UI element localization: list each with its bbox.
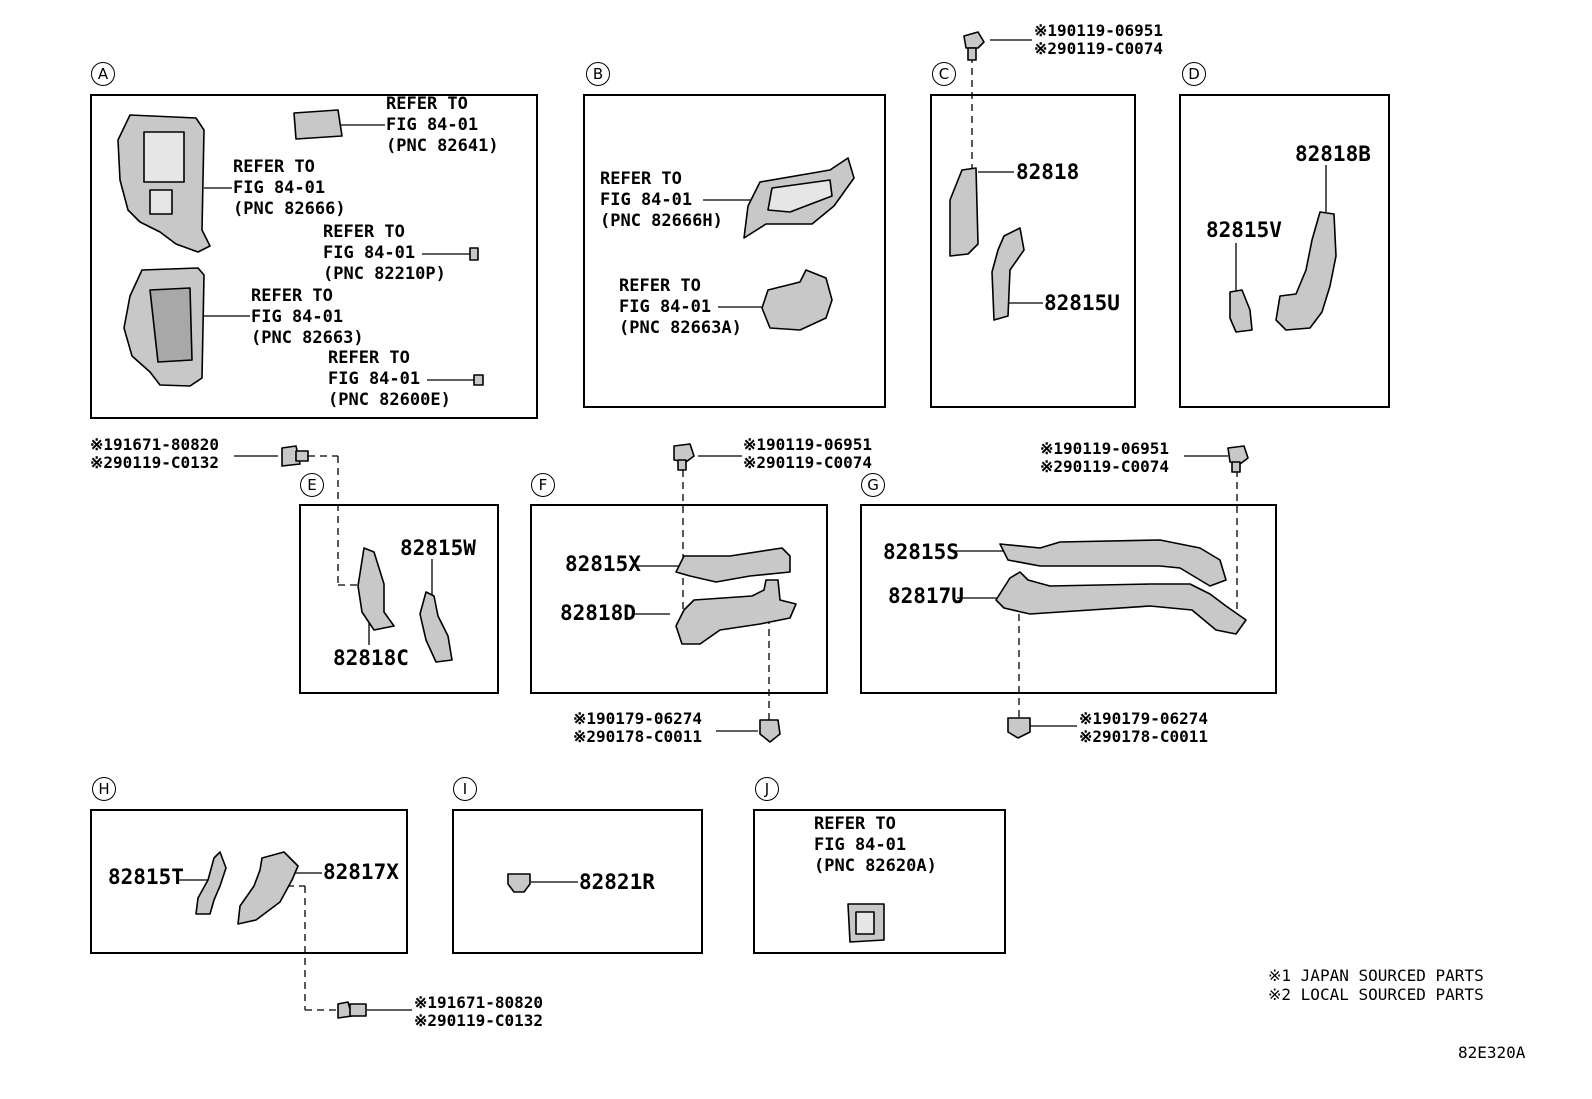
- box-e: [299, 504, 499, 694]
- part-label-82818D: 82818D: [560, 601, 636, 625]
- section-label-f: F: [531, 473, 555, 497]
- part-82815X: [675, 547, 791, 583]
- ref-a4-line2: FIG 84-01: [251, 307, 344, 327]
- fastener-c-top-1: ※190119-06951: [1034, 21, 1163, 40]
- fastener-g-top-1: ※190119-06951: [1040, 439, 1169, 458]
- part-82818B: [1275, 211, 1337, 331]
- part-label-82815W: 82815W: [400, 536, 476, 560]
- part-82821R: [507, 873, 531, 893]
- part-label-82818: 82818: [1016, 160, 1080, 184]
- ref-b1-line1: REFER TO: [600, 169, 682, 189]
- section-label-d: D: [1182, 62, 1206, 86]
- part-label-82815U: 82815U: [1044, 291, 1120, 315]
- box-d: [1179, 94, 1390, 408]
- part-82817U: [995, 571, 1247, 635]
- part-82817X: [237, 851, 299, 925]
- ref-a3-line1: REFER TO: [323, 222, 405, 242]
- ref-a2-line2: FIG 84-01: [233, 178, 326, 198]
- part-a-relay-box: [117, 114, 211, 253]
- section-label-c: C: [932, 62, 956, 86]
- part-label-82818C: 82818C: [333, 646, 409, 670]
- section-label-h: H: [92, 777, 116, 801]
- fastener-c-top-2: ※290119-C0074: [1034, 39, 1163, 58]
- part-b-holder: [761, 269, 833, 331]
- fastener-g-bottom-1: ※190179-06274: [1079, 709, 1208, 728]
- legend-japan: ※1 JAPAN SOURCED PARTS: [1268, 966, 1484, 985]
- ref-j-line2: FIG 84-01: [814, 835, 907, 855]
- fastener-h-bottom-2: ※290119-C0132: [414, 1011, 543, 1030]
- fastener-f-bottom-2: ※290178-C0011: [573, 727, 702, 746]
- ref-a5-line3: (PNC 82600E): [328, 390, 451, 410]
- ref-a2-line3: (PNC 82666): [233, 199, 346, 219]
- part-label-82815T: 82815T: [108, 865, 184, 889]
- ref-a1-line2: FIG 84-01: [386, 115, 479, 135]
- fastener-h-bottom-1: ※191671-80820: [414, 993, 543, 1012]
- part-82818D: [675, 579, 797, 645]
- ref-a4-line3: (PNC 82663): [251, 328, 364, 348]
- section-label-b: B: [586, 62, 610, 86]
- part-label-82815V: 82815V: [1206, 218, 1282, 242]
- figure-code: 82E320A: [1458, 1043, 1526, 1062]
- box-i: [452, 809, 703, 954]
- ref-b2-line1: REFER TO: [619, 276, 701, 296]
- fastener-f-top-1: ※190119-06951: [743, 435, 872, 454]
- box-g: [860, 504, 1277, 694]
- part-label-82821R: 82821R: [579, 870, 655, 894]
- ref-a5-line2: FIG 84-01: [328, 369, 421, 389]
- ref-a5-line1: REFER TO: [328, 348, 410, 368]
- part-label-82817X: 82817X: [323, 860, 399, 884]
- part-82818C: [357, 547, 395, 631]
- part-label-82815S: 82815S: [883, 540, 959, 564]
- part-82815S: [999, 539, 1227, 587]
- ref-a2-line1: REFER TO: [233, 157, 315, 177]
- box-a: [90, 94, 538, 419]
- ref-b2-line3: (PNC 82663A): [619, 318, 742, 338]
- ref-a3-line3: (PNC 82210P): [323, 264, 446, 284]
- section-label-g: G: [861, 473, 885, 497]
- box-f: [530, 504, 828, 694]
- box-b: [583, 94, 886, 408]
- ref-a3-line2: FIG 84-01: [323, 243, 416, 263]
- part-82815U: [991, 227, 1025, 321]
- ref-a1-line1: REFER TO: [386, 94, 468, 114]
- ref-a4-line1: REFER TO: [251, 286, 333, 306]
- box-c: [930, 94, 1136, 408]
- ref-j-line3: (PNC 82620A): [814, 856, 937, 876]
- part-label-82817U: 82817U: [888, 584, 964, 608]
- ref-j-line1: REFER TO: [814, 814, 896, 834]
- part-82815V: [1229, 289, 1253, 333]
- box-h: [90, 809, 408, 954]
- legend-local: ※2 LOCAL SOURCED PARTS: [1268, 985, 1484, 1004]
- part-label-82815X: 82815X: [565, 552, 641, 576]
- fastener-e-left-1: ※191671-80820: [90, 435, 219, 454]
- part-82815W: [419, 591, 453, 663]
- part-82815T: [195, 851, 227, 915]
- part-a-connector: [293, 109, 343, 140]
- section-label-e: E: [300, 473, 324, 497]
- part-82818: [949, 167, 979, 257]
- ref-b1-line2: FIG 84-01: [600, 190, 693, 210]
- ref-b1-line3: (PNC 82666H): [600, 211, 723, 231]
- section-label-i: I: [453, 777, 477, 801]
- ref-a1-line3: (PNC 82641): [386, 136, 499, 156]
- fastener-g-top-2: ※290119-C0074: [1040, 457, 1169, 476]
- fastener-g-bottom-2: ※290178-C0011: [1079, 727, 1208, 746]
- box-j: [753, 809, 1006, 954]
- fastener-f-bottom-1: ※190179-06274: [573, 709, 702, 728]
- ref-b2-line2: FIG 84-01: [619, 297, 712, 317]
- section-label-a: A: [91, 62, 115, 86]
- section-label-j: J: [755, 777, 779, 801]
- part-label-82818B: 82818B: [1295, 142, 1371, 166]
- fastener-e-left-2: ※290119-C0132: [90, 453, 219, 472]
- fastener-f-top-2: ※290119-C0074: [743, 453, 872, 472]
